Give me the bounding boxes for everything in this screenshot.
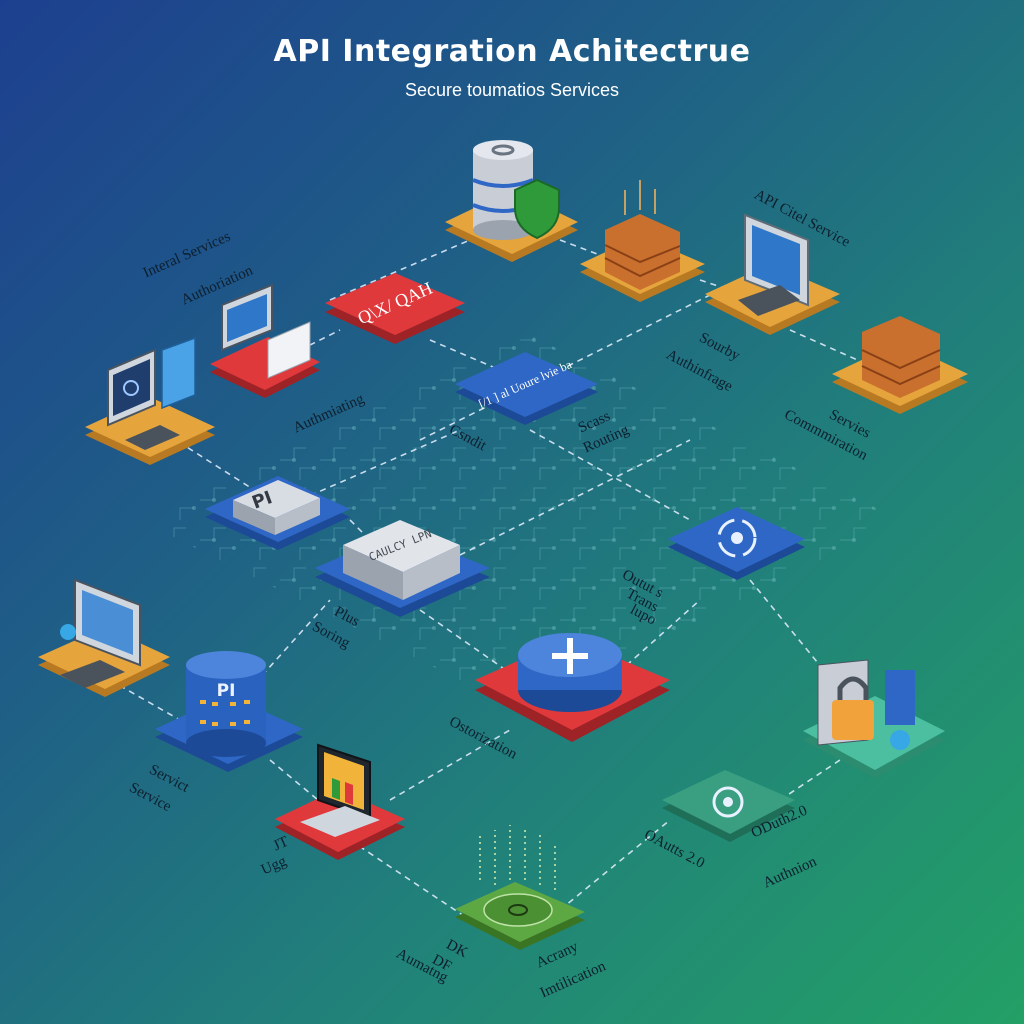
circuit-board-pattern bbox=[140, 330, 900, 710]
service-database-node[interactable] bbox=[155, 651, 303, 772]
routing-node[interactable] bbox=[668, 507, 805, 580]
page-title: API Integration Achitectrue bbox=[273, 34, 751, 69]
database-stack-icon bbox=[186, 651, 266, 757]
api-client-service-node[interactable] bbox=[705, 213, 840, 335]
close-cross-icon bbox=[518, 633, 622, 712]
power-refresh-icon bbox=[712, 786, 744, 818]
security-lock-node[interactable] bbox=[803, 659, 945, 778]
api-small-server-node[interactable] bbox=[205, 476, 350, 550]
chip-target-icon bbox=[479, 825, 556, 927]
server-box-icon bbox=[233, 480, 320, 535]
data-monitoring-node[interactable] bbox=[455, 825, 585, 950]
jwt-logging-node[interactable] bbox=[275, 743, 405, 860]
laptop-document-icon bbox=[221, 283, 311, 379]
svg-text:PI: PI bbox=[217, 681, 236, 701]
shield-icon bbox=[514, 178, 560, 240]
laptop-chart-icon bbox=[300, 743, 380, 837]
internal-services-node[interactable] bbox=[85, 336, 215, 465]
padlock-icon bbox=[817, 659, 915, 750]
firewall-icon bbox=[604, 180, 681, 290]
computer-icon bbox=[107, 336, 196, 450]
routing-cycle-icon bbox=[717, 518, 757, 558]
orchestration-node[interactable] bbox=[475, 633, 670, 742]
brick-wall-icon bbox=[861, 316, 941, 398]
page-subtitle: Secure toumatios Services bbox=[404, 80, 620, 100]
database-tile-text: PI bbox=[217, 681, 236, 701]
oauth-red-node[interactable] bbox=[325, 273, 465, 344]
client-terminal-node[interactable] bbox=[38, 578, 170, 697]
gateway-doc-node[interactable] bbox=[455, 352, 598, 425]
desktop-monitor-icon bbox=[60, 578, 141, 688]
database-shield-node[interactable] bbox=[445, 140, 578, 262]
firewall-node[interactable] bbox=[580, 180, 705, 302]
services-firewall-node[interactable] bbox=[832, 316, 968, 414]
oauth2-node[interactable] bbox=[662, 770, 795, 842]
api-gateway-node[interactable] bbox=[315, 520, 490, 617]
monitor-icon bbox=[738, 213, 809, 316]
gateway-box-icon bbox=[343, 520, 460, 600]
authorization-red-node[interactable] bbox=[210, 283, 320, 398]
